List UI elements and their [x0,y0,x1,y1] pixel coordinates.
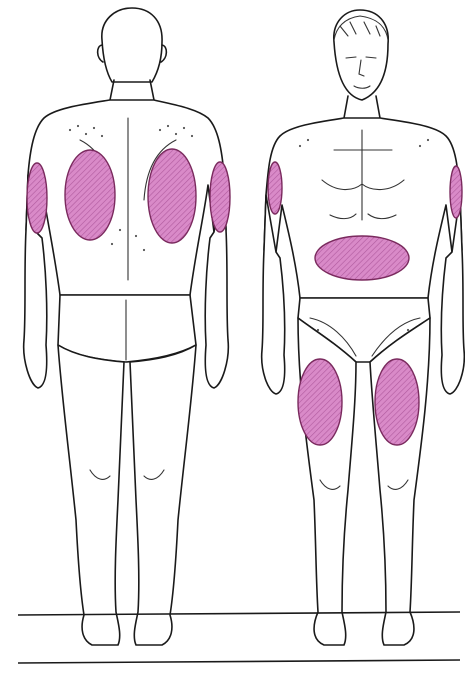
front-view-figure [262,10,465,645]
front-left-upper-arm-zone [268,162,282,214]
back-view-figure [24,8,230,645]
front-right-upper-arm-zone [450,166,462,218]
front-left-thigh-zone [298,359,342,445]
back-right-leg [130,345,196,645]
back-left-leg [58,345,124,645]
back-left-upper-arm-zone [27,163,47,233]
back-right-upper-back-zone [148,149,196,243]
front-right-thigh-zone [375,359,419,445]
back-briefs [58,295,196,362]
back-left-upper-back-zone [65,150,115,240]
back-head [102,8,162,82]
floor-line-lower [18,660,460,663]
back-neck [110,80,154,100]
front-abdomen-zone [315,236,409,280]
back-right-upper-arm-zone [210,162,230,232]
